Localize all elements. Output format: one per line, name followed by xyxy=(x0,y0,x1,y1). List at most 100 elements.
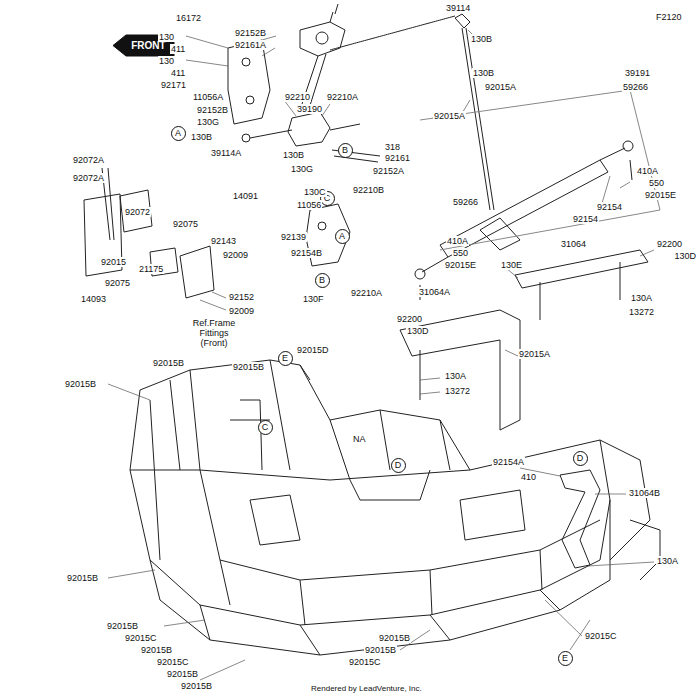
callout-number: 92200 xyxy=(396,314,423,324)
callout-number: 92154 xyxy=(596,202,623,212)
callout-number: 92210 xyxy=(284,92,311,102)
callout-number: 550 xyxy=(648,178,665,188)
callout-number: 92210A xyxy=(326,92,359,102)
callout-number: 550 xyxy=(452,248,469,258)
callout-number: 39190 xyxy=(296,104,323,114)
callout-number: 92015C xyxy=(124,633,158,643)
callout-number: 31064A xyxy=(418,287,451,297)
callout-number: 59266 xyxy=(452,197,479,207)
reference-letter: A xyxy=(339,232,345,241)
callout-number: 130D xyxy=(673,251,697,261)
callout-number: 92152A xyxy=(372,166,405,176)
callout-number: 92015 xyxy=(100,257,127,267)
callout-number: 130D xyxy=(406,326,430,336)
callout-number: 16172 xyxy=(175,13,202,23)
reference-letter: D xyxy=(577,454,584,463)
callout-number: 92015C xyxy=(156,657,190,667)
callout-number: 92009 xyxy=(222,250,249,260)
callout-number: 92161A xyxy=(234,40,267,50)
callout-number: 410A xyxy=(636,166,659,176)
reference-circle: B xyxy=(338,143,353,158)
callout-number: 92015B xyxy=(378,633,411,643)
callout-number: 92015A xyxy=(433,111,466,121)
callout-number: 13272 xyxy=(444,386,471,396)
reference-circle: A xyxy=(171,126,186,141)
callout-number: 130 xyxy=(158,32,175,42)
callout-number: 130G xyxy=(290,164,314,174)
callout-number: 130A xyxy=(656,556,679,566)
callout-number: 92154B xyxy=(290,248,323,258)
callout-number: 92015B xyxy=(66,573,99,583)
callout-number: 92171 xyxy=(160,80,187,90)
callout-number: 130B xyxy=(472,68,495,78)
reference-letter: B xyxy=(342,146,348,155)
callout-number: 21175 xyxy=(138,264,164,274)
callout-number: 92075 xyxy=(104,278,131,288)
callout-number: 130A xyxy=(444,371,467,381)
callout-number: 59266 xyxy=(622,82,649,92)
callout-number: 318 xyxy=(384,142,401,152)
callout-number: 92154 xyxy=(572,214,599,224)
callout-number: 92015E xyxy=(644,190,677,200)
callout-number: 92072A xyxy=(72,173,105,183)
callout-number: 92210A xyxy=(350,288,383,298)
note-text: Ref.Frame Fittings (Front) xyxy=(186,318,242,348)
reference-letter: E xyxy=(282,354,288,363)
callout-number: 130F xyxy=(302,294,325,304)
callout-number: 92072 xyxy=(124,207,151,217)
reference-letter: E xyxy=(562,654,568,663)
callout-number: 11056A xyxy=(192,92,224,102)
callout-number: 130B xyxy=(470,34,493,44)
callout-number: 31064 xyxy=(560,239,587,249)
reference-circle: C xyxy=(258,420,273,435)
callout-number: 130E xyxy=(500,260,523,270)
callout-number: 92015B xyxy=(166,669,199,679)
reference-letter: C xyxy=(262,423,269,432)
callout-number: 92154A xyxy=(492,457,525,467)
callout-number: 92015B xyxy=(152,358,185,368)
callout-number: 92015D xyxy=(296,345,330,355)
callout-number: 31064B xyxy=(628,488,661,498)
callout-number: 92015C xyxy=(348,657,382,667)
callout-number: 411 xyxy=(170,44,186,54)
callout-number: 11056 xyxy=(296,200,322,210)
callout-number: 92152B xyxy=(234,28,267,38)
diagram-code: F2120 xyxy=(655,12,683,22)
callout-number: 92015C xyxy=(584,631,618,641)
callout-number: 92015B xyxy=(64,379,97,389)
reference-letter: D xyxy=(395,461,402,470)
reference-letter: A xyxy=(175,129,181,138)
callout-number: 92143 xyxy=(210,236,237,246)
callout-number: 130B xyxy=(282,150,305,160)
reference-letter: B xyxy=(319,276,325,285)
callout-number: 14091 xyxy=(232,191,259,201)
callout-number: 130B xyxy=(190,132,213,142)
callout-number: 92015B xyxy=(232,362,265,372)
callout-number: 92015A xyxy=(518,349,551,359)
callout-number: 92015B xyxy=(180,681,213,691)
callout-number: 92015A xyxy=(484,82,517,92)
callout-number: 92015B xyxy=(106,621,139,631)
callout-number: 92072A xyxy=(72,155,105,165)
reference-circle: B xyxy=(315,273,330,288)
callout-number: 39114A xyxy=(210,148,242,158)
credit-text: Rendered by LeadVenture, Inc. xyxy=(310,684,423,694)
callout-number: NA xyxy=(352,434,367,444)
callout-number: 130A xyxy=(630,293,653,303)
callout-number: 92161 xyxy=(384,153,411,163)
callout-number: 92152 xyxy=(228,292,255,302)
callout-number: 410 xyxy=(520,472,537,482)
callout-number: 410A xyxy=(446,236,469,246)
callout-number: 92015E xyxy=(444,260,477,270)
callout-number: 92015B xyxy=(364,645,397,655)
reference-circle: E xyxy=(558,651,573,666)
callout-number: 92200 xyxy=(656,239,683,249)
callout-number: 411 xyxy=(170,68,186,78)
callout-number: 92009 xyxy=(228,306,255,316)
callout-number: 14093 xyxy=(80,294,107,304)
reference-circle: D xyxy=(573,451,588,466)
reference-circle: E xyxy=(278,351,293,366)
